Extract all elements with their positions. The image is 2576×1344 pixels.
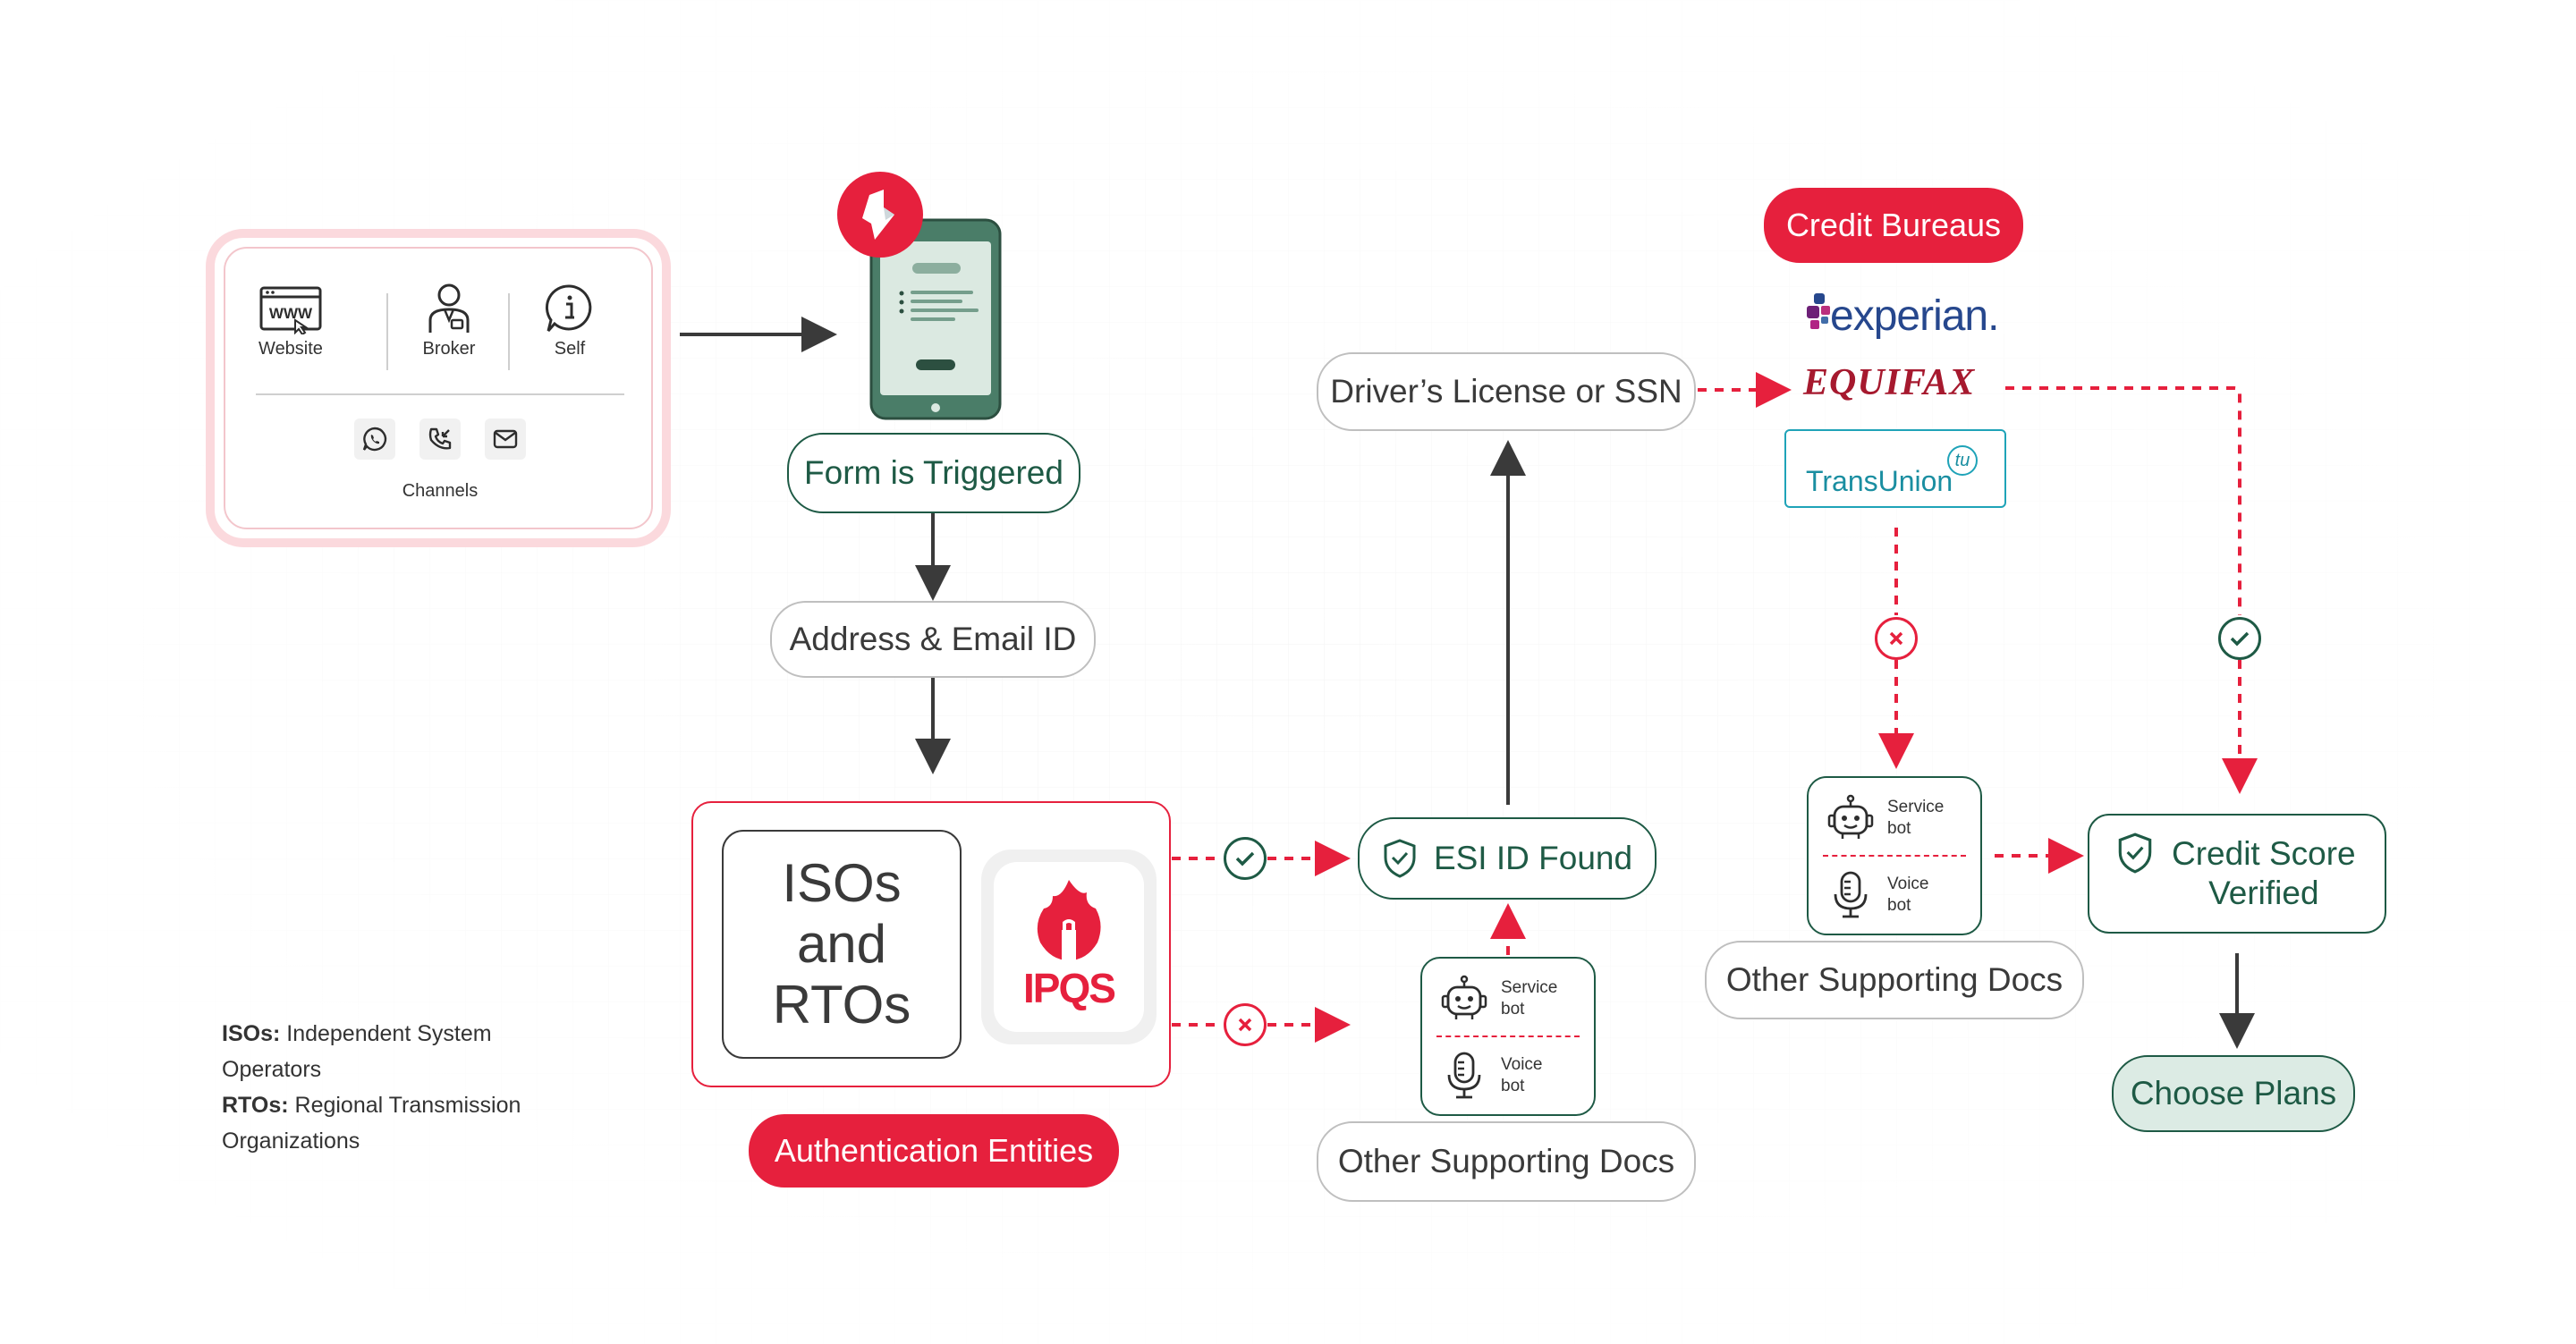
dash-equifax-to-check [2005,386,2241,615]
credit-bureaus-label: Credit Bureaus [1764,188,2023,263]
voice-bot-row: Voice bot [1440,1050,1567,1102]
bot-card-left: Service bot Voice bot [1420,957,1596,1116]
robot-icon [1827,794,1874,839]
channel-broker[interactable]: Broker [409,281,489,359]
phone-icon [428,427,452,450]
microphone-icon [1447,1052,1481,1099]
service-bot-row: Service bot [1440,975,1567,1023]
experian-text: experian. [1830,292,1999,340]
service-bot-label: Service bot [1887,798,1945,838]
voice-bot-label: Voice bot [1887,875,1929,915]
legend: ISOs: Independent System Operators RTOs:… [222,1016,580,1159]
esi-id-found-box: ESI ID Found [1358,817,1657,900]
auth-entities-box: ISOs and RTOs IPQS [691,801,1171,1087]
check-circle-icon [1224,837,1267,880]
channels-label: Channels [402,481,479,501]
channel-website[interactable]: WWW Website [250,284,331,359]
phone-form-icon [837,172,1002,420]
www-icon: WWW [259,286,322,336]
bot-divider [1823,855,1966,857]
channel-separator [256,393,624,395]
broker-label: Broker [422,339,476,359]
auth-entities-label: Authentication Entities [749,1114,1119,1188]
channels-card-outer: WWW Website Broker Self [206,229,671,547]
service-bot-label: Service bot [1501,978,1558,1019]
choose-plans-button[interactable]: Choose Plans [2112,1055,2355,1132]
svg-text:WWW: WWW [269,305,313,322]
shield-check-icon [1384,839,1416,878]
mail-channel[interactable] [485,418,526,460]
x-circle-icon [1224,1003,1267,1046]
service-bot-row: Service bot [1826,794,1953,842]
credit-score-verified-label: Credit Score Verified [2172,835,2356,911]
transunion-logo: TransUnion tu [1784,429,2006,508]
ipqs-card: IPQS [981,850,1157,1044]
broker-icon [428,283,470,333]
isos-rtos-card: ISOs and RTOs [722,830,962,1059]
voice-bot-label: Voice bot [1501,1055,1543,1095]
experian-logo: experian. [1805,290,2020,343]
x-circle-icon [1875,617,1918,660]
bot-card-right: Service bot Voice bot [1807,776,1982,935]
experian-dots-icon [1807,293,1830,329]
channels-card-inner: WWW Website Broker Self [224,247,653,529]
channel-divider-2 [508,293,510,370]
channel-self[interactable]: Self [530,283,610,359]
channel-divider-1 [386,293,388,370]
transunion-text: TransUnion [1806,465,1953,497]
credit-score-verified-box: Credit Score Verified [2088,814,2386,934]
address-email-box: Address & Email ID [770,601,1096,678]
website-label: Website [258,339,323,359]
tu-badge-text: tu [1954,450,1970,470]
legend-rtos: RTOs: Regional Transmission Organization… [222,1093,521,1154]
check-circle-icon [2218,617,2261,660]
self-label: Self [554,339,586,359]
whatsapp-channel[interactable] [354,418,395,460]
form-triggered-box: Form is Triggered [787,433,1080,513]
robot-icon [1441,975,1487,1019]
microphone-icon [1834,871,1868,918]
voice-bot-row: Voice bot [1826,869,1953,921]
other-docs-right-box: Other Supporting Docs [1705,941,2084,1019]
whatsapp-icon [362,427,387,452]
info-icon [545,284,592,332]
phone-channel[interactable] [419,418,461,460]
drivers-license-box: Driver’s License or SSN [1317,352,1696,431]
ipqs-logo-text: IPQS [1023,965,1116,1011]
transunion-badge: tu [1947,445,1978,476]
other-docs-left-box: Other Supporting Docs [1317,1121,1696,1202]
bot-divider [1436,1035,1580,1037]
isos-rtos-text: ISOs and RTOs [772,853,911,1035]
ipqs-flame-icon [1037,880,1101,960]
legend-isos: ISOs: Independent System Operators [222,1021,492,1082]
equifax-logo: EQUIFAX [1803,362,1976,403]
shield-check-icon [2118,833,2152,874]
esi-id-found-label: ESI ID Found [1433,840,1633,876]
mail-icon [493,429,518,449]
